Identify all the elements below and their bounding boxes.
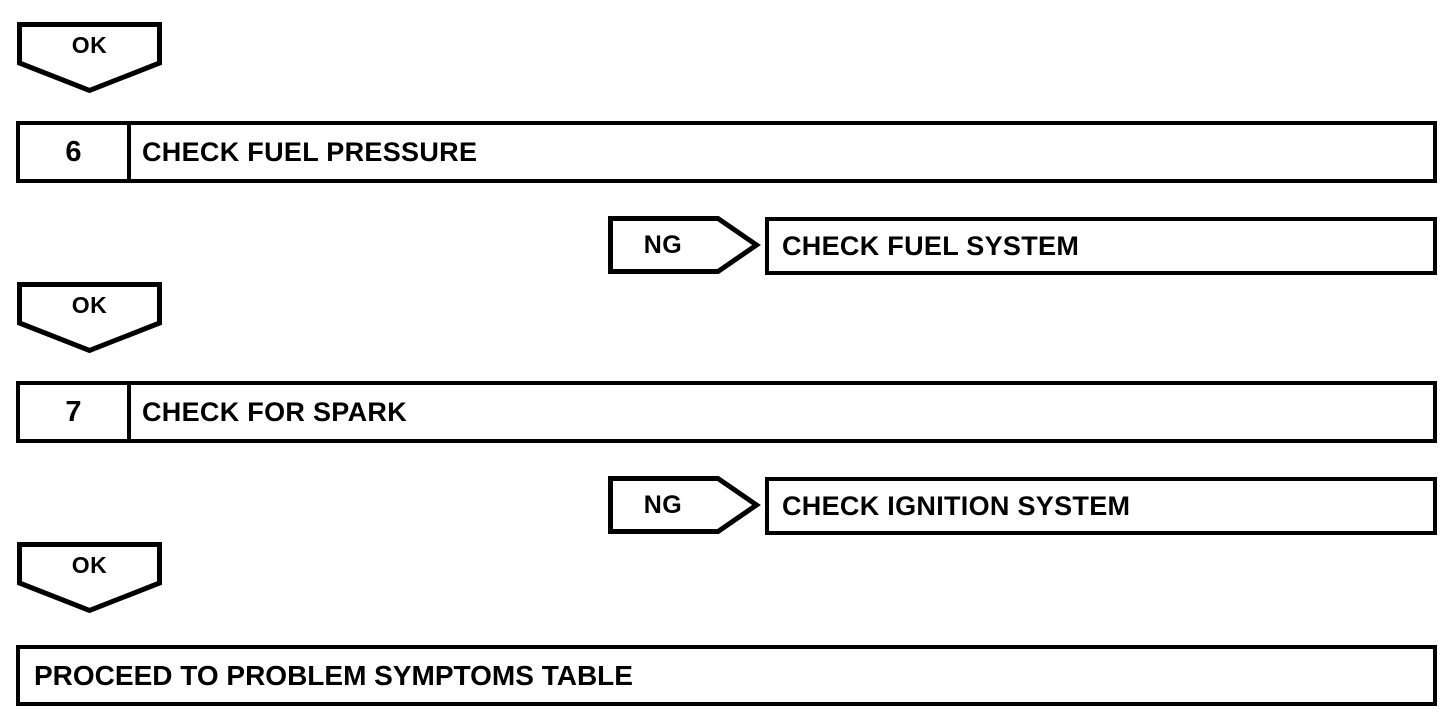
step-number-7: 7 (20, 385, 131, 439)
step-title-7: CHECK FOR SPARK (142, 396, 408, 427)
ok-pentagon-shape-icon (17, 542, 162, 614)
ok-pentagon-shape-icon (17, 22, 162, 94)
result-box-ignition-system[interactable]: CHECK IGNITION SYSTEM (765, 477, 1437, 535)
ng-marker-2: NG (608, 476, 761, 534)
step-box-7[interactable]: 7 CHECK FOR SPARK (16, 381, 1437, 443)
ng-arrow-shape-icon (608, 216, 761, 274)
ok-pentagon-shape-icon (17, 282, 162, 354)
terminal-box-problem-symptoms-table[interactable]: PROCEED TO PROBLEM SYMPTOMS TABLE (16, 645, 1437, 706)
step-number-6: 6 (20, 125, 131, 179)
ok-marker-3: OK (17, 542, 162, 614)
ok-marker-2: OK (17, 282, 162, 354)
ng-marker-1: NG (608, 216, 761, 274)
step-box-6[interactable]: 6 CHECK FUEL PRESSURE (16, 121, 1437, 183)
result-box-fuel-system[interactable]: CHECK FUEL SYSTEM (765, 217, 1437, 275)
ng-arrow-shape-icon (608, 476, 761, 534)
step-title-6: CHECK FUEL PRESSURE (142, 136, 478, 167)
ok-marker-1: OK (17, 22, 162, 94)
